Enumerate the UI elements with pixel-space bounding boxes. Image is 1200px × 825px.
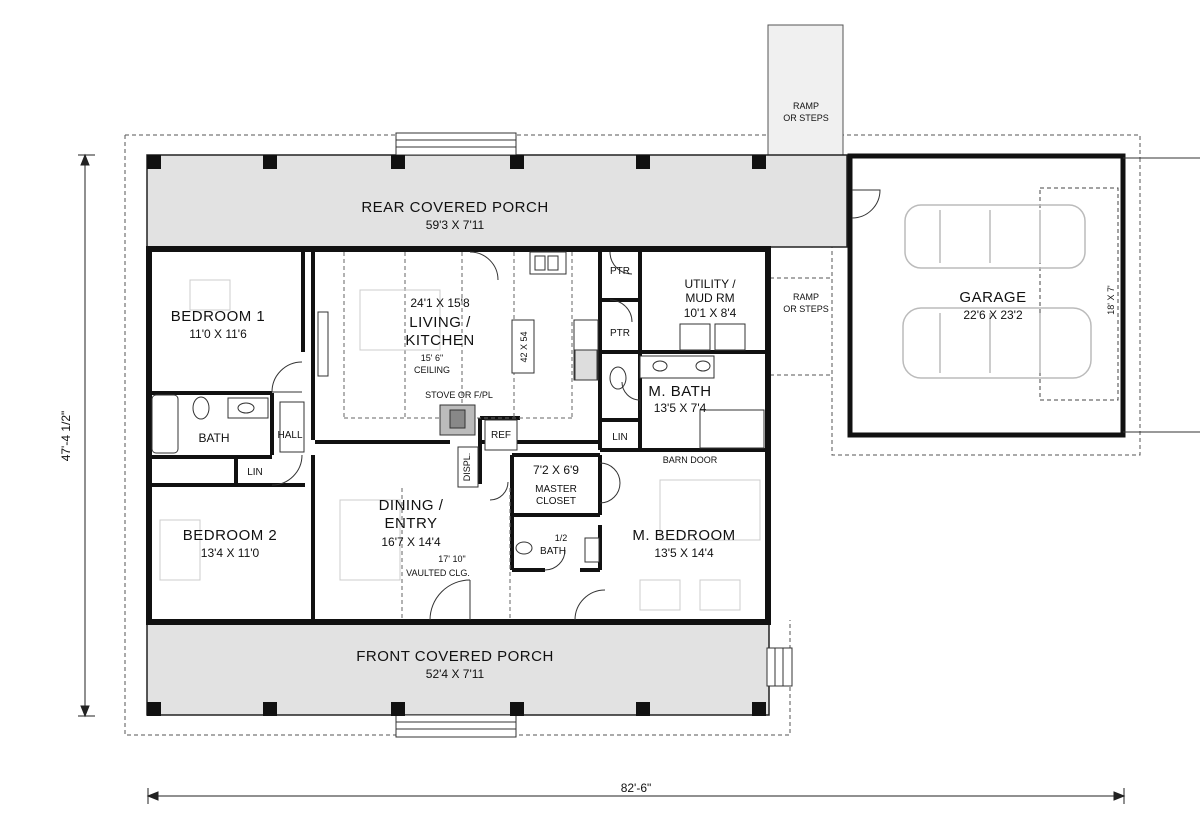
- living-kitchen-label-1: LIVING /: [409, 314, 471, 331]
- hall-label: HALL: [277, 430, 302, 441]
- half-bath-label-2: BATH: [540, 546, 566, 557]
- pantry-label-2: PTR: [610, 328, 630, 339]
- barn-door-label: BARN DOOR: [663, 455, 718, 465]
- dining-label-2: ENTRY: [384, 515, 437, 532]
- garage-label: GARAGE: [959, 289, 1026, 306]
- rear-ramp-label-2: OR STEPS: [783, 113, 829, 123]
- master-closet-dim: 7'2 X 6'9: [533, 463, 579, 477]
- rear-porch-label: REAR COVERED PORCH: [361, 199, 548, 216]
- half-bath-label-1: 1/2: [555, 533, 568, 543]
- steps: [395, 132, 793, 738]
- m-bedroom-label: M. BEDROOM: [632, 527, 735, 544]
- garage-dim: 22'6 X 23'2: [963, 308, 1023, 322]
- pantry-label-1: PTR: [610, 266, 630, 277]
- dining-label-1: DINING /: [379, 497, 444, 514]
- bath-label: BATH: [198, 431, 229, 445]
- stove-label: STOVE OR F/PL: [425, 390, 493, 400]
- rear-ramp: [767, 24, 844, 156]
- bedroom2-dim: 13'4 X 11'0: [201, 546, 260, 560]
- rear-porch-floor: [146, 154, 848, 248]
- m-bath-dim: 13'5 X 7'4: [654, 401, 707, 415]
- side-ramp-label-2: OR STEPS: [783, 304, 829, 314]
- bedroom1-dim: 11'0 X 11'6: [189, 327, 247, 341]
- overall-depth-label: 47'-4 1/2": [59, 411, 73, 462]
- living-ceiling-1: 15' 6": [421, 353, 443, 363]
- side-ramp-label-1: RAMP: [793, 292, 819, 302]
- master-closet-label-2: CLOSET: [536, 496, 576, 507]
- utility-dim: 10'1 X 8'4: [684, 306, 737, 320]
- lin-label-mbath: LIN: [612, 432, 628, 443]
- m-bath-label: M. BATH: [648, 383, 711, 400]
- bedroom1-label: BEDROOM 1: [171, 308, 266, 325]
- porch-columns: [147, 155, 766, 716]
- bedroom2-label: BEDROOM 2: [183, 527, 278, 544]
- living-kitchen-dim: 24'1 X 15'8: [410, 296, 470, 310]
- dining-ceiling-1: 17' 10": [438, 554, 465, 564]
- island-dim: 42 X 54: [519, 331, 529, 362]
- dining-dim: 16'7 X 14'4: [381, 535, 441, 549]
- living-kitchen-label-2: KITCHEN: [405, 332, 474, 349]
- kitchen-fixtures: [317, 251, 599, 488]
- dimension-lines: [78, 153, 1126, 804]
- rear-ramp-label-1: RAMP: [793, 101, 819, 111]
- furniture: [159, 279, 761, 611]
- overall-width-label: 82'-6": [621, 781, 652, 795]
- rear-porch-dim: 59'3 X 7'11: [426, 218, 485, 232]
- garage-door-dim: 18' X 7': [1106, 285, 1116, 315]
- utility-label-2: MUD RM: [685, 291, 734, 305]
- front-porch-dim: 52'4 X 7'11: [426, 667, 485, 681]
- exterior-walls: [146, 246, 771, 625]
- living-ceiling-2: CEILING: [414, 365, 450, 375]
- utility-label-1: UTILITY /: [684, 277, 736, 291]
- m-bedroom-dim: 13'5 X 14'4: [654, 546, 714, 560]
- lin-label-hall: LIN: [247, 467, 263, 478]
- bath-fixtures: [151, 323, 765, 563]
- displ-label: DISPL.: [462, 453, 472, 482]
- dining-ceiling-2: VAULTED CLG.: [406, 568, 470, 578]
- front-porch-label: FRONT COVERED PORCH: [356, 648, 554, 665]
- car-icon: [902, 204, 1092, 379]
- master-closet-label-1: MASTER: [535, 484, 577, 495]
- garage-structure: [847, 153, 1200, 438]
- door-swings: [271, 251, 641, 621]
- ref-label: REF: [491, 430, 511, 441]
